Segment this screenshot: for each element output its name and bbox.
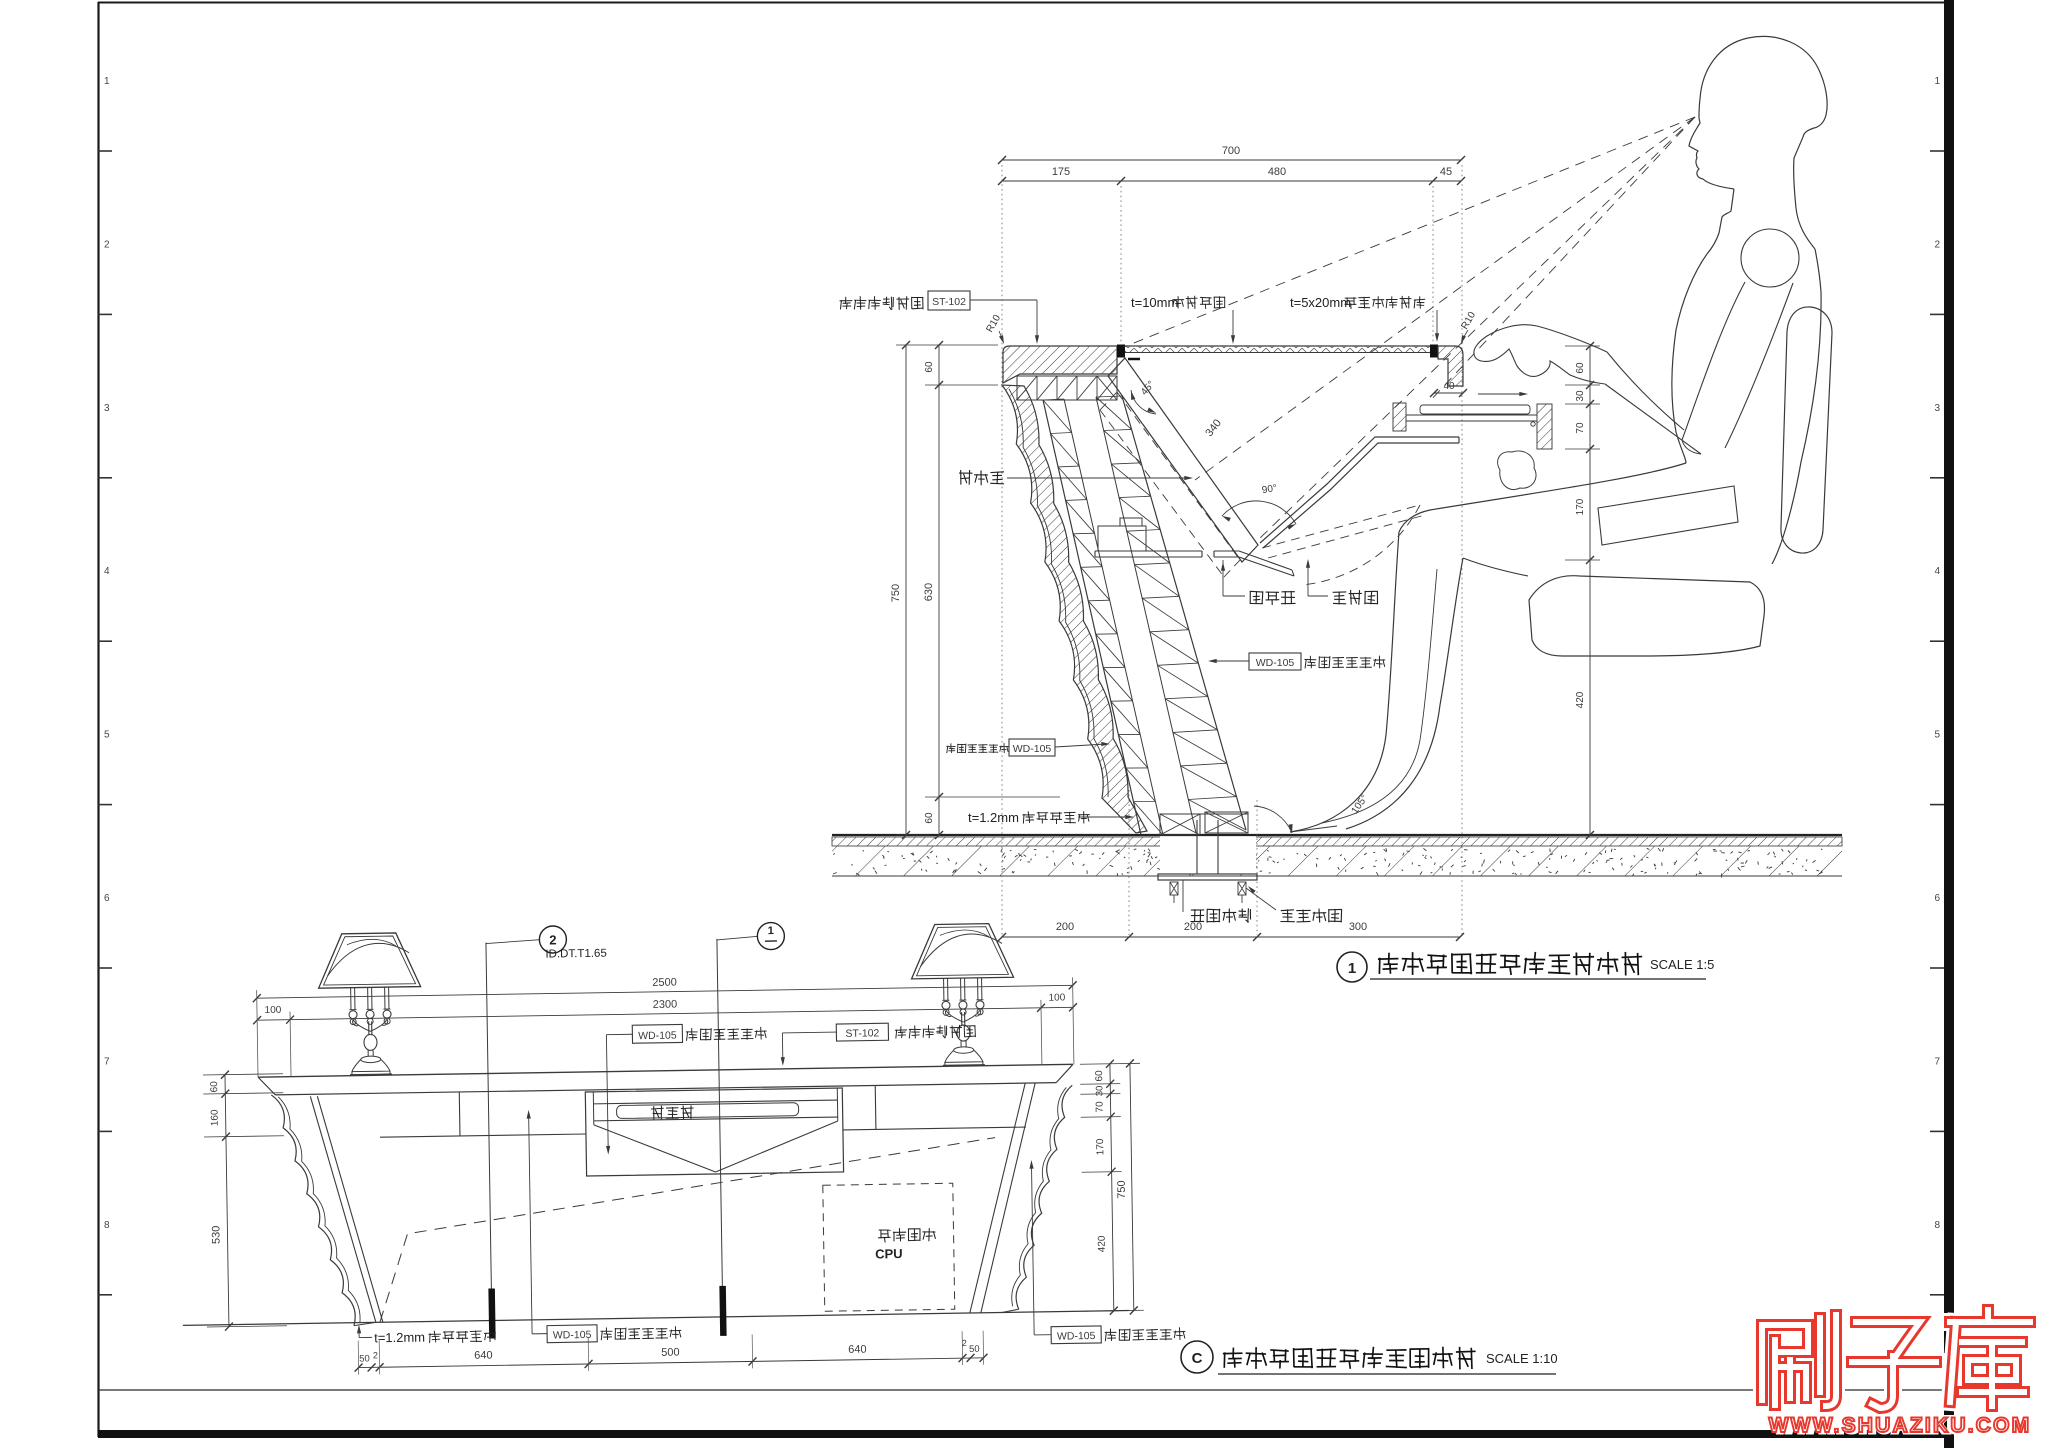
svg-text:2: 2 bbox=[962, 1338, 967, 1348]
svg-text:6: 6 bbox=[1934, 893, 1940, 904]
svg-text:300: 300 bbox=[1349, 921, 1367, 933]
svg-text:t=5x20mm: t=5x20mm bbox=[1290, 295, 1351, 310]
svg-text:1: 1 bbox=[1934, 76, 1940, 87]
svg-text:8: 8 bbox=[1934, 1220, 1940, 1231]
svg-text:2500: 2500 bbox=[652, 977, 677, 989]
svg-text:70: 70 bbox=[1575, 422, 1586, 434]
svg-text:SCALE 1:10: SCALE 1:10 bbox=[1486, 1351, 1558, 1366]
svg-text:530: 530 bbox=[210, 1226, 222, 1245]
svg-text:30: 30 bbox=[1094, 1086, 1105, 1097]
svg-text:90°: 90° bbox=[1261, 483, 1278, 496]
svg-text:60: 60 bbox=[924, 361, 935, 373]
svg-text:40: 40 bbox=[1443, 381, 1455, 392]
svg-text:30: 30 bbox=[1575, 390, 1586, 402]
svg-text:170: 170 bbox=[1575, 498, 1586, 515]
svg-text:CPU: CPU bbox=[875, 1246, 903, 1261]
svg-text:50: 50 bbox=[359, 1353, 370, 1364]
svg-text:WD-105: WD-105 bbox=[638, 1030, 677, 1043]
svg-text:SCALE 1:5: SCALE 1:5 bbox=[1650, 957, 1714, 972]
svg-text:t=1.2mm: t=1.2mm bbox=[968, 810, 1019, 825]
svg-text:640: 640 bbox=[848, 1344, 867, 1356]
svg-text:4: 4 bbox=[104, 566, 110, 577]
svg-text:t=10mm: t=10mm bbox=[1131, 295, 1178, 310]
svg-text:5: 5 bbox=[1934, 730, 1940, 741]
svg-text:ST-102: ST-102 bbox=[845, 1027, 879, 1040]
svg-text:8: 8 bbox=[104, 1220, 110, 1231]
svg-text:2300: 2300 bbox=[653, 999, 678, 1011]
svg-text:60: 60 bbox=[209, 1081, 220, 1093]
svg-text:3: 3 bbox=[1934, 403, 1940, 414]
svg-text:2: 2 bbox=[1934, 239, 1940, 250]
svg-text:60: 60 bbox=[924, 812, 935, 824]
svg-text:700: 700 bbox=[1222, 145, 1240, 157]
svg-text:ST-102: ST-102 bbox=[932, 296, 966, 308]
svg-text:ID.DT.T1.65: ID.DT.T1.65 bbox=[545, 948, 607, 961]
svg-text:C: C bbox=[1192, 1350, 1203, 1367]
svg-text:200: 200 bbox=[1184, 921, 1202, 933]
svg-text:160: 160 bbox=[210, 1109, 221, 1126]
svg-text:630: 630 bbox=[923, 583, 935, 601]
svg-text:7: 7 bbox=[104, 1056, 110, 1067]
svg-text:5: 5 bbox=[104, 730, 110, 741]
svg-text:3: 3 bbox=[104, 403, 110, 414]
svg-text:750: 750 bbox=[1116, 1180, 1128, 1199]
svg-text:1: 1 bbox=[1348, 960, 1356, 977]
svg-text:60: 60 bbox=[1575, 362, 1586, 374]
svg-text:420: 420 bbox=[1097, 1235, 1108, 1252]
svg-text:100: 100 bbox=[1048, 992, 1065, 1003]
svg-text:4: 4 bbox=[1934, 566, 1940, 577]
svg-text:175: 175 bbox=[1052, 166, 1070, 178]
svg-text:640: 640 bbox=[474, 1349, 493, 1361]
svg-text:200: 200 bbox=[1056, 921, 1074, 933]
svg-text:2: 2 bbox=[373, 1350, 378, 1360]
svg-text:100: 100 bbox=[265, 1005, 282, 1016]
svg-text:60: 60 bbox=[1094, 1070, 1105, 1082]
svg-text:1: 1 bbox=[768, 925, 774, 937]
svg-text:45: 45 bbox=[1440, 166, 1452, 178]
svg-text:2: 2 bbox=[549, 932, 556, 947]
svg-text:480: 480 bbox=[1268, 166, 1286, 178]
svg-text:t=1.2mm: t=1.2mm bbox=[374, 1330, 425, 1346]
svg-text:50: 50 bbox=[969, 1344, 980, 1355]
svg-text:6: 6 bbox=[104, 893, 110, 904]
svg-text:70: 70 bbox=[1094, 1101, 1105, 1113]
svg-text:420: 420 bbox=[1575, 691, 1586, 708]
svg-text:750: 750 bbox=[890, 584, 902, 602]
svg-text:WD-105: WD-105 bbox=[1057, 1330, 1096, 1343]
svg-text:WWW.SHUAZIKU.COM: WWW.SHUAZIKU.COM bbox=[1774, 1414, 2025, 1437]
svg-text:7: 7 bbox=[1934, 1056, 1940, 1067]
svg-text:WD-105: WD-105 bbox=[553, 1329, 592, 1342]
svg-text:2: 2 bbox=[104, 239, 110, 250]
svg-text:WWW.SHUAZIKU.COM: WWW.SHUAZIKU.COM bbox=[1769, 1414, 2032, 1437]
svg-text:WD-105: WD-105 bbox=[1256, 657, 1295, 669]
svg-text:170: 170 bbox=[1095, 1138, 1106, 1155]
svg-text:1: 1 bbox=[104, 76, 110, 87]
svg-text:500: 500 bbox=[661, 1347, 680, 1359]
svg-text:WD-105: WD-105 bbox=[1013, 743, 1052, 755]
